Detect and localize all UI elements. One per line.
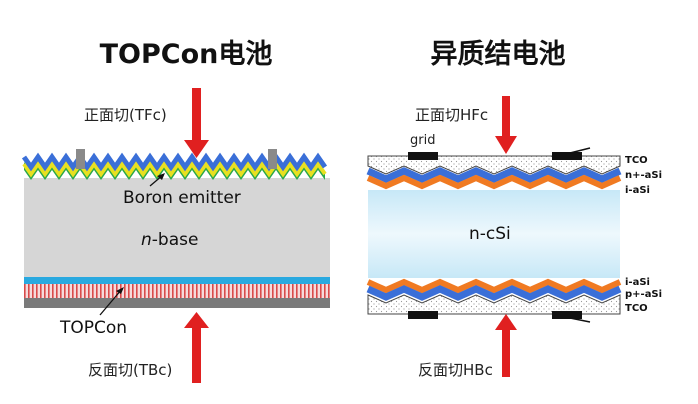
layer-label-i-asi-top: i-aSi (625, 185, 650, 196)
bottom-i-asi-layer (366, 278, 622, 294)
topcon-leader-line (99, 288, 123, 316)
n-base-italic: n (141, 230, 152, 250)
emitter-leader-arrowhead (157, 173, 165, 180)
topcon-leader-arrowhead (116, 287, 124, 294)
bottom-grid-left (408, 311, 438, 319)
bottom-p-asi-layer (366, 285, 622, 301)
layer-label-p-asi: p+-aSi (625, 289, 663, 300)
layer-label-tco-bottom: TCO (625, 303, 648, 314)
bottom-grid-right (552, 311, 582, 319)
layer-label-n-asi: n+-aSi (625, 170, 663, 181)
front-cut-arrow-head (184, 140, 209, 158)
layer-label-tco-top: TCO (625, 155, 648, 166)
topcon-back-cut-label: 反面切(TBc) (88, 361, 173, 379)
grid-label: grid (410, 133, 436, 148)
back-metal-layer (24, 298, 330, 308)
topcon-front-cut-label: 正面切(TFc) (84, 106, 167, 124)
bottom-tco-layer (367, 294, 621, 315)
top-tco-layer (367, 155, 621, 175)
hjt-front-cut-label: 正面切HFc (415, 106, 489, 124)
bottom-grid-wire (569, 317, 591, 323)
top-i-asi-layer (366, 174, 622, 190)
topcon-layer-label: TOPCon (60, 318, 128, 338)
hjt-back-arrow-shaft (502, 329, 510, 377)
hjt-cell (366, 96, 622, 377)
top-n-asi-layer (366, 167, 622, 183)
back-cut-arrow-head (184, 312, 209, 328)
hjt-back-cut-label: 反面切HBc (418, 361, 493, 379)
front-cut-arrow-shaft (192, 88, 201, 144)
topcon-cyan-layer (24, 277, 330, 284)
n-csi-label: n-cSi (469, 224, 511, 244)
top-grid-left (408, 152, 438, 160)
front-contact-left (76, 149, 85, 169)
hjt-front-arrow-head (495, 136, 517, 154)
top-grid-wire (569, 147, 591, 154)
n-csi-core (368, 190, 620, 278)
topcon-title: TOPCon电池 (99, 39, 273, 70)
topcon-hatched-layer (24, 284, 330, 298)
boron-emitter-label: Boron emitter (123, 188, 241, 208)
n-base-label: n-base (141, 230, 198, 250)
blue-zigzag-layer (21, 152, 328, 172)
n-base-rest: -base (151, 230, 199, 250)
back-cut-arrow-shaft (192, 327, 201, 383)
hjt-front-arrow-shaft (502, 96, 510, 138)
n-base-layer (24, 178, 330, 282)
layer-label-i-asi-bottom: i-aSi (625, 277, 650, 288)
top-grid-right (552, 152, 582, 160)
topcon-cell (21, 88, 330, 383)
hjt-back-arrow-head (495, 314, 517, 330)
front-contact-right (268, 149, 277, 169)
hjt-title: 异质结电池 (430, 39, 566, 70)
